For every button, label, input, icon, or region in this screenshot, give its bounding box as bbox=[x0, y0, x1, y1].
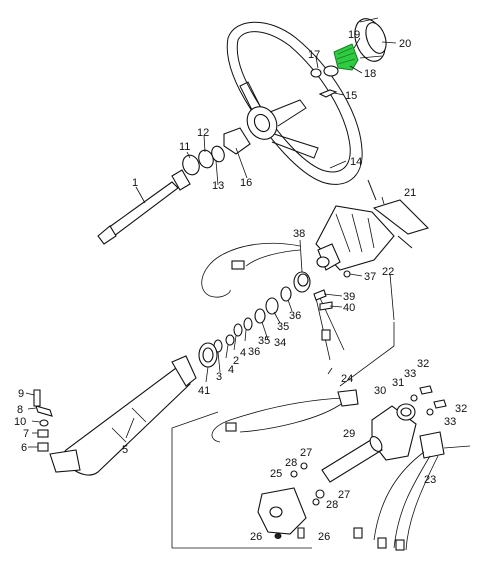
ring-31 bbox=[396, 403, 416, 421]
callout-34: 34 bbox=[274, 337, 286, 349]
callout-6: 6 bbox=[21, 442, 27, 454]
callout-33-right: 33 bbox=[444, 416, 456, 428]
pin-37 bbox=[343, 270, 351, 278]
callout-26-left: 26 bbox=[250, 531, 262, 543]
leader-lines bbox=[25, 37, 397, 448]
callout-14: 14 bbox=[350, 156, 362, 168]
callout-20: 20 bbox=[399, 38, 411, 50]
callout-15: 15 bbox=[345, 90, 357, 102]
callout-24: 24 bbox=[341, 373, 353, 385]
nut bbox=[310, 68, 322, 78]
turn-signal-lever bbox=[367, 179, 430, 249]
horn-button-cap bbox=[354, 17, 387, 62]
callout-labels: 1 2 3 4 4 5 6 7 8 9 10 11 12 13 14 15 16… bbox=[14, 29, 467, 543]
callout-12: 12 bbox=[197, 127, 209, 139]
switch-24 bbox=[337, 389, 359, 407]
screws-26-28 bbox=[274, 462, 325, 539]
ring-35 bbox=[265, 297, 279, 315]
callout-33-top: 33 bbox=[404, 368, 416, 380]
small-parts-6-10 bbox=[33, 389, 53, 452]
callout-32-right: 32 bbox=[455, 403, 467, 415]
callout-31: 31 bbox=[392, 377, 404, 389]
callout-38: 38 bbox=[293, 228, 305, 240]
callout-37: 37 bbox=[364, 271, 376, 283]
screws-32-33 bbox=[410, 385, 447, 416]
washer-4 bbox=[225, 334, 235, 346]
switch-housing bbox=[315, 205, 395, 271]
callout-3: 3 bbox=[216, 371, 222, 383]
ring-34 bbox=[254, 308, 266, 324]
seal-41 bbox=[198, 342, 218, 368]
tube-29 bbox=[321, 436, 383, 483]
detail-box-outline bbox=[171, 322, 395, 549]
callout-41: 41 bbox=[198, 385, 210, 397]
wiring-lower bbox=[211, 367, 345, 443]
ring-36b bbox=[233, 323, 243, 337]
callout-8: 8 bbox=[17, 404, 23, 416]
callout-4-lower: 4 bbox=[228, 364, 234, 376]
callout-28-lower: 28 bbox=[326, 499, 338, 511]
callout-35-lower: 35 bbox=[258, 335, 270, 347]
horn-spring-highlighted bbox=[333, 43, 359, 71]
callout-36-lower: 36 bbox=[248, 346, 260, 358]
callout-7: 7 bbox=[23, 428, 29, 440]
callout-29: 29 bbox=[343, 428, 355, 440]
callout-11: 11 bbox=[179, 141, 190, 153]
callout-35-upper: 35 bbox=[277, 321, 289, 333]
callout-17: 17 bbox=[308, 49, 320, 61]
connector-23 bbox=[353, 431, 471, 551]
callout-1: 1 bbox=[132, 177, 138, 189]
callout-27-lower: 27 bbox=[338, 489, 350, 501]
wiring-harness bbox=[201, 242, 345, 361]
callout-27-upper: 27 bbox=[300, 447, 312, 459]
cover-25 bbox=[257, 487, 307, 535]
callout-9: 9 bbox=[18, 388, 24, 400]
washer bbox=[323, 65, 339, 77]
callout-5: 5 bbox=[122, 444, 128, 456]
callout-23: 23 bbox=[424, 474, 436, 486]
callout-18: 18 bbox=[364, 68, 376, 80]
ring-35b bbox=[243, 317, 253, 331]
callout-25: 25 bbox=[270, 468, 282, 480]
callout-36-upper: 36 bbox=[289, 310, 301, 322]
callout-19: 19 bbox=[348, 29, 360, 41]
bearing-ring bbox=[182, 154, 200, 176]
callout-26-right: 26 bbox=[318, 531, 330, 543]
contact-pin bbox=[318, 89, 338, 98]
callout-16: 16 bbox=[240, 177, 252, 189]
callout-28-upper: 28 bbox=[285, 457, 297, 469]
column-tube bbox=[49, 355, 197, 476]
ring-36 bbox=[280, 286, 292, 302]
cancel-ring bbox=[223, 127, 251, 155]
callout-10: 10 bbox=[14, 416, 26, 428]
screw-40 bbox=[319, 301, 333, 311]
callout-22: 22 bbox=[382, 266, 394, 278]
ring-38 bbox=[297, 273, 309, 287]
callout-21: 21 bbox=[404, 187, 416, 199]
callout-2: 2 bbox=[233, 355, 239, 367]
steering-wheel bbox=[226, 21, 363, 185]
callout-32-top: 32 bbox=[417, 358, 429, 370]
callout-39: 39 bbox=[343, 291, 355, 303]
callout-30: 30 bbox=[374, 385, 386, 397]
steering-shaft bbox=[97, 169, 191, 245]
callout-4-upper: 4 bbox=[240, 347, 246, 359]
clip-39 bbox=[313, 289, 327, 301]
callout-40: 40 bbox=[343, 302, 355, 314]
spacer-ring bbox=[211, 145, 225, 163]
callout-13: 13 bbox=[212, 180, 224, 192]
